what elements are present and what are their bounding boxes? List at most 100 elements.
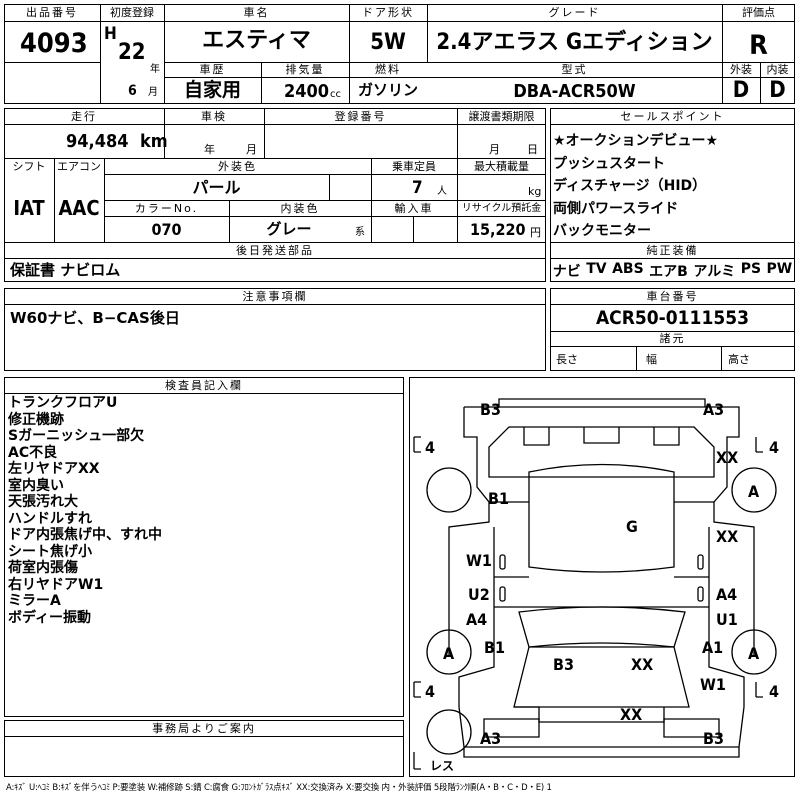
inspector-note-item: 修正機跡 bbox=[8, 411, 64, 428]
inspector-note-item: Sガーニッシュ一部欠 bbox=[8, 428, 145, 444]
displacement: 2400 bbox=[284, 81, 330, 102]
specs-section bbox=[4, 108, 546, 282]
office-section bbox=[4, 720, 404, 777]
equipment-item: PS bbox=[740, 261, 762, 277]
displacement-label: 排気量 bbox=[285, 63, 325, 76]
model-label: 型式 bbox=[561, 63, 588, 76]
interior-color: グレー bbox=[266, 220, 312, 238]
sales-points: ★オークションデビュー★プッシュスタートディスチャージ（HID）両側パワースライ… bbox=[553, 130, 718, 243]
year-unit: 年 bbox=[150, 64, 160, 75]
inspector-note-item: 右リヤドアW1 bbox=[8, 576, 104, 593]
history: 自家用 bbox=[183, 79, 241, 101]
inspector-note-item: 左リヤドアXX bbox=[8, 461, 100, 477]
mark-spare: レス bbox=[430, 759, 455, 773]
mark-bumper-right: B3 bbox=[703, 729, 724, 748]
era: H bbox=[104, 24, 117, 44]
grade: 2.4アエラス Gエディション bbox=[436, 30, 713, 55]
mark-front-door-right-1: A4 bbox=[716, 585, 738, 604]
model: DBA-ACR50W bbox=[513, 81, 636, 102]
mark-front-door-left-2: A4 bbox=[466, 610, 488, 629]
header-section bbox=[4, 4, 795, 104]
inspector-note-item: ボディー振動 bbox=[8, 609, 92, 626]
damage-diagram-frame bbox=[409, 377, 795, 777]
mark-tire-rear-right: 4 bbox=[769, 438, 780, 457]
mark-rear-door-right: XX bbox=[716, 527, 739, 546]
shift-label: シフト bbox=[12, 160, 46, 173]
equipment-item: アルミ bbox=[693, 264, 736, 280]
shift: IAT bbox=[13, 196, 45, 220]
equipment-item: ABS bbox=[612, 261, 644, 277]
sales-point-item: バックモニター bbox=[553, 223, 651, 239]
fuel: ガソリン bbox=[357, 81, 418, 99]
ext-label: 外装 bbox=[730, 63, 752, 76]
inspector-section bbox=[4, 377, 404, 717]
dims-label: 諸元 bbox=[659, 332, 686, 345]
reg-year: 22 bbox=[118, 40, 146, 65]
inspector-label: 検査員記入欄 bbox=[165, 379, 243, 392]
chassis-label: 車台番号 bbox=[646, 290, 699, 303]
length-label: 長さ bbox=[556, 353, 578, 366]
capacity: 7 bbox=[412, 178, 423, 198]
ext-score: D bbox=[732, 78, 750, 103]
mark-bumper-left: A3 bbox=[480, 729, 502, 748]
notes-text: W60ナビ、B−CAS後日 bbox=[10, 309, 180, 327]
equipment-item: PW bbox=[766, 261, 793, 277]
transfer-day: 日 bbox=[527, 143, 538, 156]
mark-wheel-front-left: A bbox=[443, 644, 455, 663]
inspector-note-item: 天張汚れ大 bbox=[8, 494, 78, 510]
interior-unit: 系 bbox=[355, 227, 365, 238]
later-parts: 保証書 ナビロム bbox=[10, 261, 121, 279]
int-label: 内装 bbox=[766, 63, 789, 76]
mark-roof: G bbox=[626, 517, 638, 536]
mark-front-right-2: W1 bbox=[700, 675, 726, 694]
chassis-number: ACR50-0111553 bbox=[595, 307, 750, 329]
mark-front-left: B1 bbox=[484, 638, 505, 657]
insp-month-unit: 月 bbox=[246, 143, 257, 156]
yen-unit: 円 bbox=[530, 226, 541, 239]
ac-label: エアコン bbox=[57, 160, 101, 173]
int-score: D bbox=[769, 78, 786, 103]
interior-label: 内装色 bbox=[280, 202, 320, 215]
mark-bumper: XX bbox=[620, 705, 643, 724]
color-no-label: カラーNo. bbox=[134, 202, 199, 215]
sales-section bbox=[550, 108, 795, 282]
wheel-rear-left bbox=[426, 467, 472, 513]
inspector-note-item: トランクフロアU bbox=[8, 395, 118, 411]
mark-front-right: A1 bbox=[702, 638, 724, 657]
equipment-item: TV bbox=[586, 261, 607, 277]
equipment-item: エアB bbox=[649, 264, 688, 280]
mark-rear-left: B3 bbox=[480, 400, 501, 419]
mark-wheel-front-right: A bbox=[748, 644, 760, 663]
mileage: 94,484 bbox=[66, 131, 129, 152]
mark-body-left: B1 bbox=[488, 489, 509, 508]
inspector-note-item: ハンドルすれ bbox=[8, 510, 92, 527]
color-label: 外装色 bbox=[218, 160, 257, 173]
mark-rear-right: A3 bbox=[703, 400, 725, 419]
cc-unit: cc bbox=[330, 89, 341, 100]
inspector-note-item: 荷室内張傷 bbox=[8, 560, 78, 576]
recycle-fee: 15,220 bbox=[470, 220, 526, 239]
score-label: 評価点 bbox=[742, 6, 775, 19]
wheel-rear-right bbox=[731, 467, 777, 513]
inspection-label: 車検 bbox=[201, 110, 227, 123]
chassis-section bbox=[550, 288, 795, 371]
wheel-front-left bbox=[426, 629, 472, 675]
color-no: 070 bbox=[151, 220, 182, 239]
exterior-color: パール bbox=[192, 178, 241, 197]
later-label: 後日発送部品 bbox=[236, 244, 314, 257]
rear-outline bbox=[448, 406, 755, 592]
sales-point-item: ディスチャージ（HID） bbox=[553, 178, 707, 194]
sales-label: セールスポイント bbox=[620, 110, 725, 123]
mark-wheel-rear-right: A bbox=[748, 482, 760, 501]
sales-point-item: 両側パワースライド bbox=[553, 200, 679, 217]
inspector-note-item: ドア内張焦げ中、すれ中 bbox=[8, 527, 162, 543]
equip-label: 純正装備 bbox=[646, 244, 699, 257]
mark-front-door-left-1: U2 bbox=[468, 585, 490, 604]
mark-rear-door-left: W1 bbox=[466, 551, 492, 570]
mark-quarter-right: XX bbox=[716, 448, 739, 467]
spare-wheel bbox=[426, 709, 472, 755]
transfer-label: 譲渡書類期限 bbox=[468, 110, 535, 123]
height-label: 高さ bbox=[728, 353, 750, 366]
wheel-front-right bbox=[731, 629, 777, 675]
